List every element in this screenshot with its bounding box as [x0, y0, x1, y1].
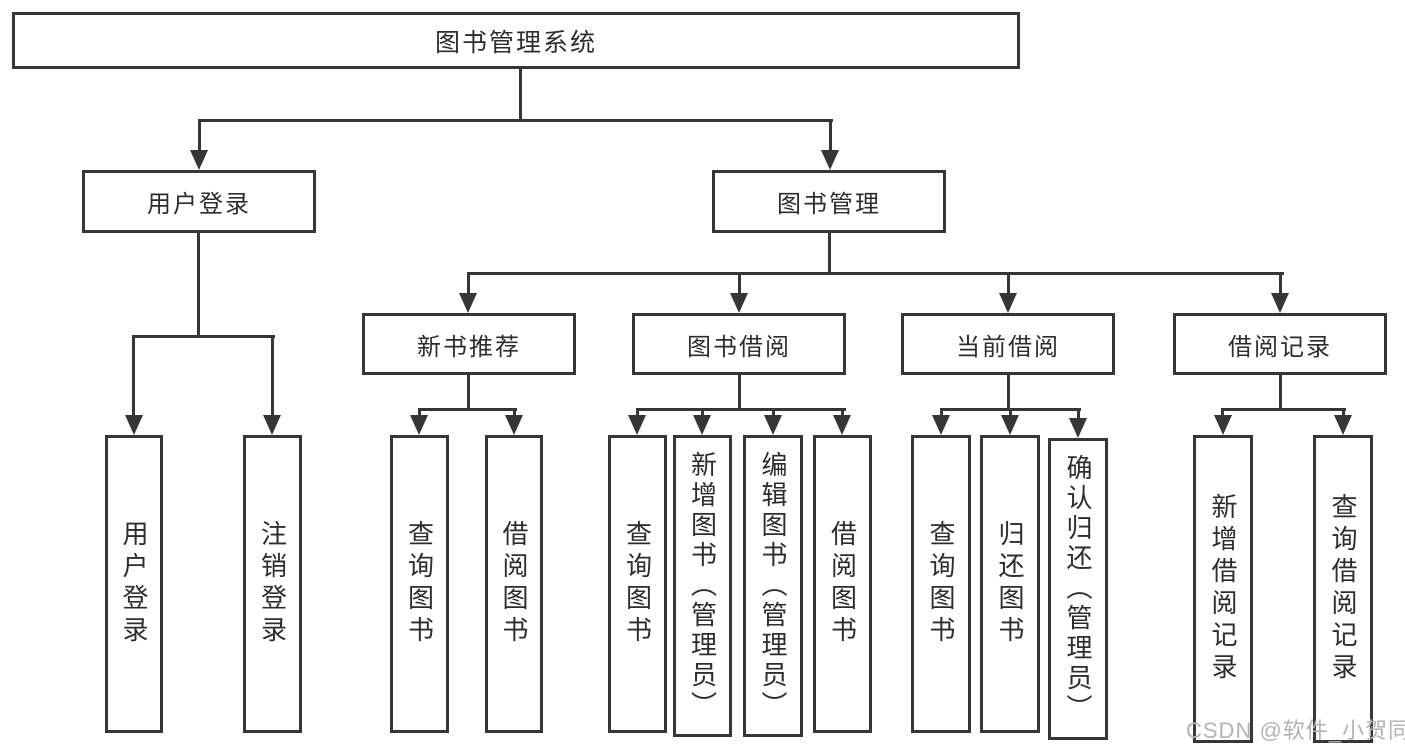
node-add-borrow-record: 新增借阅记录 [1193, 435, 1253, 743]
arrow-down-icon [821, 150, 839, 170]
connector-drop [271, 335, 274, 419]
arrow-down-icon [764, 415, 782, 435]
connector-drop [467, 272, 470, 296]
node-label: 用户登录 [119, 520, 149, 648]
arrow-down-icon [1214, 415, 1232, 435]
arrow-down-icon [932, 415, 950, 435]
node-query-books-current: 查询图书 [911, 435, 971, 733]
connector-branch-level2 [467, 272, 1284, 275]
node-label: 借阅图书 [499, 520, 529, 648]
node-current-borrowing: 当前借阅 [901, 313, 1115, 375]
arrow-down-icon [190, 150, 208, 170]
connector-branch-borrow-records [1221, 408, 1346, 411]
arrow-down-icon [263, 415, 281, 435]
arrow-down-icon [1001, 415, 1019, 435]
connector-branch-new-book [418, 408, 517, 411]
node-return-books: 归还图书 [980, 435, 1040, 733]
node-label: 图书借阅 [687, 333, 791, 361]
node-query-borrow-record: 查询借阅记录 [1313, 435, 1373, 743]
node-library-management-system: 图书管理系统 [12, 12, 1020, 69]
connector-drop [1007, 272, 1010, 296]
arrow-down-icon [730, 293, 748, 313]
arrow-down-icon [628, 415, 646, 435]
csdn-watermark: CSDN @软件_小贺同学 [1186, 718, 1405, 743]
node-add-books-admin: 新增图书（管理员） [673, 435, 732, 737]
connector-trunk-current-borrow [1007, 375, 1010, 411]
node-label: 借阅图书 [827, 520, 858, 648]
node-label: 注销登录 [257, 520, 288, 648]
connector-drop [1279, 272, 1282, 296]
node-logout-action: 注销登录 [243, 435, 302, 733]
arrow-down-icon [693, 415, 711, 435]
node-label: 图书管理 [777, 191, 881, 218]
arrow-down-icon [1271, 293, 1289, 313]
node-borrow-books-borrowing: 借阅图书 [813, 435, 872, 733]
connector-drop [132, 335, 135, 419]
connector-trunk-book-mgmt [828, 233, 831, 274]
node-user-login: 用户登录 [82, 170, 316, 233]
arrow-down-icon [505, 415, 523, 435]
node-new-book-recommend: 新书推荐 [362, 313, 576, 375]
node-label: 编辑图书（管理员） [758, 451, 788, 721]
connector-drop [829, 119, 832, 159]
arrow-down-icon [459, 293, 477, 313]
node-label: 图书管理系统 [434, 28, 597, 57]
arrow-down-icon [833, 415, 851, 435]
node-label: 新增图书（管理员） [687, 451, 718, 721]
node-book-management: 图书管理 [712, 170, 946, 233]
connector-root-trunk [519, 66, 522, 121]
node-label: 确认归还（管理员） [1063, 454, 1093, 724]
connector-trunk-user-login [197, 233, 200, 337]
connector-drop [1077, 408, 1080, 422]
node-label: 新增借阅记录 [1208, 493, 1238, 685]
node-borrowing-records: 借阅记录 [1173, 313, 1387, 375]
node-query-books-borrowing: 查询图书 [608, 435, 667, 733]
arrow-down-icon [999, 293, 1017, 313]
connector-trunk-new-book [467, 375, 470, 411]
node-edit-books-admin: 编辑图书（管理员） [743, 435, 803, 737]
node-label: 用户登录 [147, 191, 251, 218]
arrow-down-icon [410, 415, 428, 435]
node-label: 查询图书 [926, 520, 956, 648]
connector-drop [198, 119, 201, 159]
connector-trunk-borrow-records [1279, 375, 1282, 411]
node-label: 查询图书 [404, 520, 435, 648]
connector-trunk-book-borrow [738, 375, 741, 411]
arrow-down-icon [1069, 418, 1087, 438]
node-confirm-return-admin: 确认归还（管理员） [1048, 438, 1108, 740]
node-borrow-books-newbook: 借阅图书 [485, 435, 543, 733]
arrow-down-icon [1334, 415, 1352, 435]
connector-branch-book-borrow [636, 408, 846, 411]
node-user-login-action: 用户登录 [105, 435, 163, 733]
node-label: 归还图书 [995, 520, 1025, 648]
connector-branch-level1 [198, 119, 833, 122]
node-label: 借阅记录 [1228, 333, 1332, 361]
node-label: 当前借阅 [956, 333, 1060, 361]
connector-drop [738, 272, 741, 296]
connector-branch-user-login [132, 335, 275, 338]
arrow-down-icon [125, 415, 143, 435]
node-label: 新书推荐 [417, 333, 521, 361]
node-label: 查询借阅记录 [1328, 493, 1358, 685]
node-book-borrowing: 图书借阅 [632, 313, 846, 375]
node-label: 查询图书 [622, 520, 653, 648]
node-query-books-newbook: 查询图书 [390, 435, 449, 733]
